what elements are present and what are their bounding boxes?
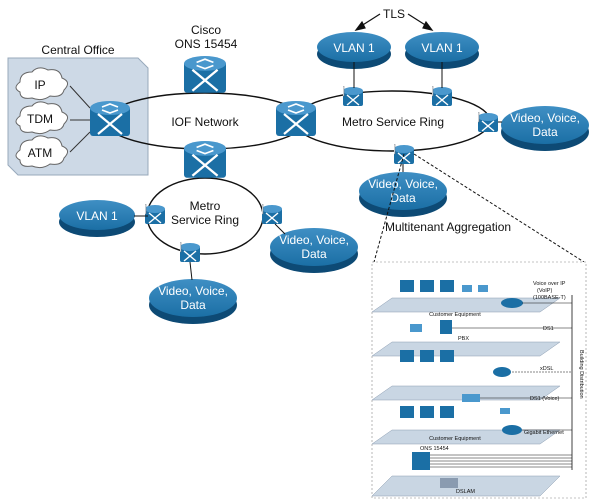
ring-node-icon — [432, 86, 452, 107]
voip-label-1: Voice over IP — [533, 281, 566, 287]
vvd-bottom-line1: Video, Voice, — [158, 284, 228, 298]
central-office-switch-icon — [90, 100, 130, 138]
metro-switch-icon — [184, 140, 226, 179]
vvd-mid-line2: Data — [390, 191, 416, 205]
ons-label: ONS 15454 — [175, 37, 238, 51]
tdm-label: TDM — [27, 112, 53, 126]
vlan-left-label: VLAN 1 — [76, 209, 118, 223]
atm-label: ATM — [28, 146, 52, 160]
vlan-top1-label: VLAN 1 — [333, 41, 375, 55]
vvd-right-disc: Video, Voice, Data — [501, 106, 589, 151]
iof-network-label: IOF Network — [171, 115, 239, 129]
ds1-voice-label: DS1 (Voice) — [530, 396, 560, 402]
xdsl-label: xDSL — [540, 366, 553, 372]
vvd-left-right-line2: Data — [301, 247, 327, 261]
ring-node-icon — [180, 242, 200, 263]
vvd-mid-disc: Video, Voice, Data — [359, 172, 447, 217]
vvd-right-line1: Video, Voice, — [510, 111, 580, 125]
ds1-label: DS1 — [543, 326, 554, 332]
voip-label-3: (100BASE-T) — [533, 295, 566, 301]
vvd-right-line2: Data — [532, 125, 558, 139]
tdm-cloud: TDM — [15, 101, 68, 135]
central-office-label: Central Office — [41, 43, 114, 57]
vvd-bottom-line2: Data — [180, 298, 206, 312]
ring-node-icon — [262, 204, 282, 225]
ip-cloud: IP — [15, 67, 68, 101]
voip-label-2: (VoIP) — [537, 288, 552, 294]
cisco-label: Cisco — [191, 23, 221, 37]
ring-node-icon — [145, 204, 165, 225]
vvd-left-right-line1: Video, Voice, — [279, 233, 349, 247]
building-distribution-label: Building Distribution — [578, 350, 584, 399]
vvd-mid-line1: Video, Voice, — [368, 177, 438, 191]
ring-node-icon — [478, 112, 498, 133]
hub-switch-icon — [276, 100, 316, 138]
customer-equipment-bottom-label: Customer Equipment — [429, 436, 481, 442]
metro-left-label-1: Metro — [190, 199, 221, 213]
ip-label: IP — [34, 78, 45, 92]
ring-node-icon — [394, 144, 414, 165]
vlan-top2-label: VLAN 1 — [421, 41, 463, 55]
tls-label: TLS — [383, 7, 405, 21]
ons15454-label: ONS 15454 — [420, 446, 449, 452]
customer-equipment-top-label: Customer Equipment — [429, 312, 481, 318]
gigabit-label: Gigabit Ethernet — [524, 430, 564, 436]
vvd-left-right-disc: Video, Voice, Data — [270, 228, 358, 273]
pbx-label: PBX — [458, 336, 469, 342]
dslam-label: DSLAM — [456, 489, 475, 495]
cisco-ons-switch-icon — [184, 55, 226, 94]
building-diagram: Customer Equipment Voice over IP (VoIP) … — [371, 261, 587, 499]
multitenant-label: Multitenant Aggregation — [385, 220, 511, 234]
atm-cloud: ATM — [15, 135, 68, 169]
vlan-top1-disc: VLAN 1 — [317, 32, 391, 69]
metro-left-label-2: Service Ring — [171, 213, 239, 227]
vlan-left-disc: VLAN 1 — [59, 200, 135, 237]
vvd-bottom-disc: Video, Voice, Data — [149, 279, 237, 324]
metro-ring-right-label: Metro Service Ring — [342, 115, 444, 129]
vlan-top2-disc: VLAN 1 — [405, 32, 479, 69]
